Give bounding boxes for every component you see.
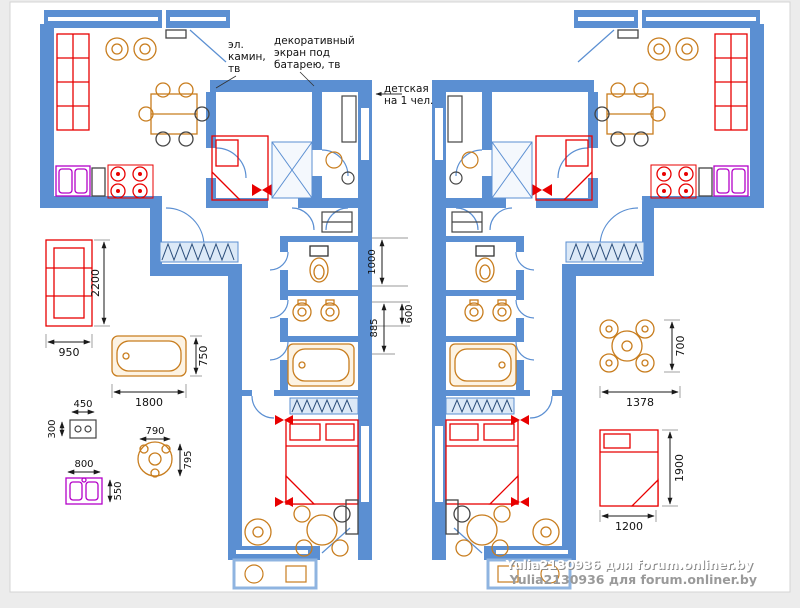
dim-wc: 600: [404, 304, 415, 323]
annotation-nursery-line2: на 1 чел.: [384, 95, 433, 107]
leader-line: [299, 71, 315, 87]
dim-chair-depth: 795: [183, 450, 194, 469]
annotation-fireplace-line3: тв: [228, 63, 240, 75]
dim-bath: 885: [369, 318, 380, 337]
legend-bathtub: 1800 750: [111, 335, 210, 409]
dim-sofa-width: 950: [59, 346, 80, 359]
legend-nightstand: 450 300: [47, 399, 97, 439]
dim-tub-length: 1800: [135, 396, 163, 409]
legend-table: 700 1378: [599, 319, 687, 409]
annotation-nursery-line1: детская: [384, 83, 429, 95]
legend-sofa: 2200 950: [45, 239, 110, 359]
dim-chair-width: 790: [145, 426, 164, 437]
watermark-line2: Yulia2130936 для forum.onliner.by: [509, 572, 757, 587]
watermark: Yulia2130936 для forum.onliner.by Yulia2…: [505, 557, 757, 587]
annotation-fireplace-line1: эл.: [228, 39, 244, 51]
dim-bed-width: 1200: [615, 520, 643, 533]
legend-bed: 1900 1200: [599, 429, 686, 533]
legend-sink: 800 550: [65, 459, 124, 505]
dim-nightstand-width: 450: [73, 399, 92, 410]
drawing-canvas: [9, 1, 791, 593]
watermark-line1-shadow: Yulia2130936 для forum.onliner.by: [506, 558, 754, 573]
middle-dimensions: 1000 600 885: [367, 237, 415, 355]
dim-corridor: 1000: [367, 249, 378, 274]
annotation-screen-line1: декоративный: [274, 35, 355, 47]
dim-nightstand-depth: 300: [47, 419, 58, 438]
watermark-line1: Yulia2130936 для forum.onliner.by: [505, 557, 753, 572]
leader-line: [215, 75, 237, 89]
dim-sink-depth: 550: [113, 481, 124, 500]
annotation-screen-line2: экран под: [274, 47, 330, 59]
dim-bed-length: 1900: [673, 454, 686, 482]
dim-table-depth: 700: [674, 336, 687, 357]
dim-sofa-height: 2200: [89, 269, 102, 297]
dim-sink-width: 800: [74, 459, 93, 470]
annotation-fireplace: эл. камин, тв: [215, 39, 266, 89]
dim-table-width: 1378: [626, 396, 654, 409]
annotation-radiator-screen: декоративный экран под батарею, тв: [274, 35, 355, 87]
annotation-nursery: детская на 1 чел.: [375, 83, 433, 107]
legend-chair: 790 795: [137, 426, 194, 478]
annotation-screen-line3: батарею, тв: [274, 59, 340, 71]
annotation-fireplace-line2: камин,: [228, 51, 266, 63]
dim-tub-width: 750: [197, 346, 210, 367]
